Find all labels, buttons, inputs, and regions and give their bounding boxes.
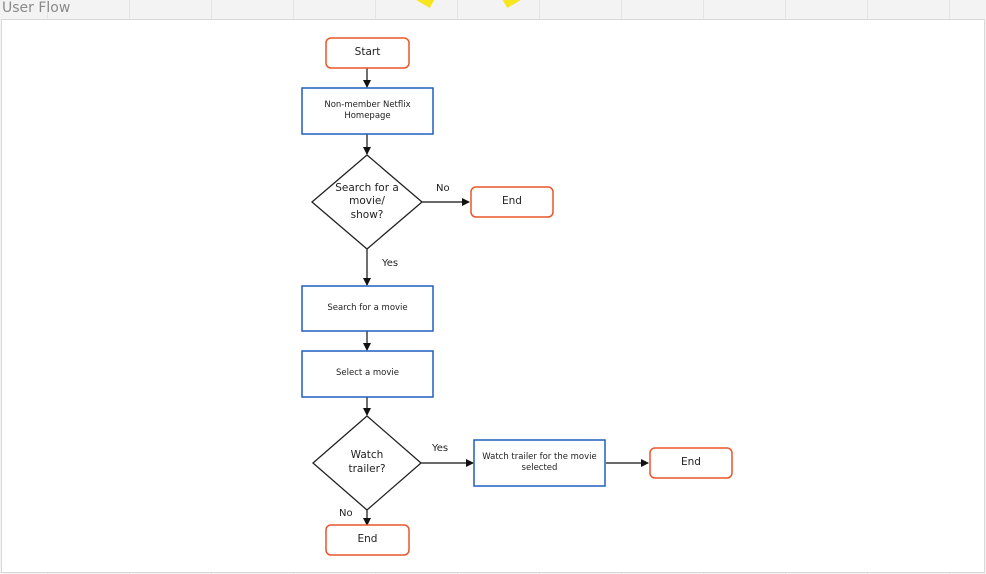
- search-decision-node[interactable]: [310, 154, 424, 250]
- start-node[interactable]: [325, 37, 410, 69]
- diagram-canvas: Start Non-member Netflix Homepage Search…: [2, 20, 984, 572]
- search-movie-node[interactable]: [301, 285, 434, 332]
- edge-label-search-yes: Yes: [382, 258, 399, 269]
- page-title: User Flow: [2, 0, 71, 16]
- decorative-shape-right: [502, 0, 526, 8]
- watch-trailer-node[interactable]: [473, 439, 606, 487]
- edge-label-search-no: No: [436, 183, 450, 194]
- end-node-search-no[interactable]: [470, 186, 554, 218]
- end-node-trailer[interactable]: [649, 447, 733, 479]
- decorative-shape-left: [411, 0, 435, 8]
- select-movie-node[interactable]: [301, 350, 434, 398]
- edge-label-trailer-no: No: [339, 508, 353, 519]
- end-node-no-trailer[interactable]: [325, 524, 410, 556]
- flowchart-svg: [301, 37, 733, 556]
- trailer-decision-node[interactable]: [312, 415, 422, 511]
- edge-label-trailer-yes: Yes: [432, 443, 449, 454]
- homepage-node[interactable]: [301, 87, 434, 135]
